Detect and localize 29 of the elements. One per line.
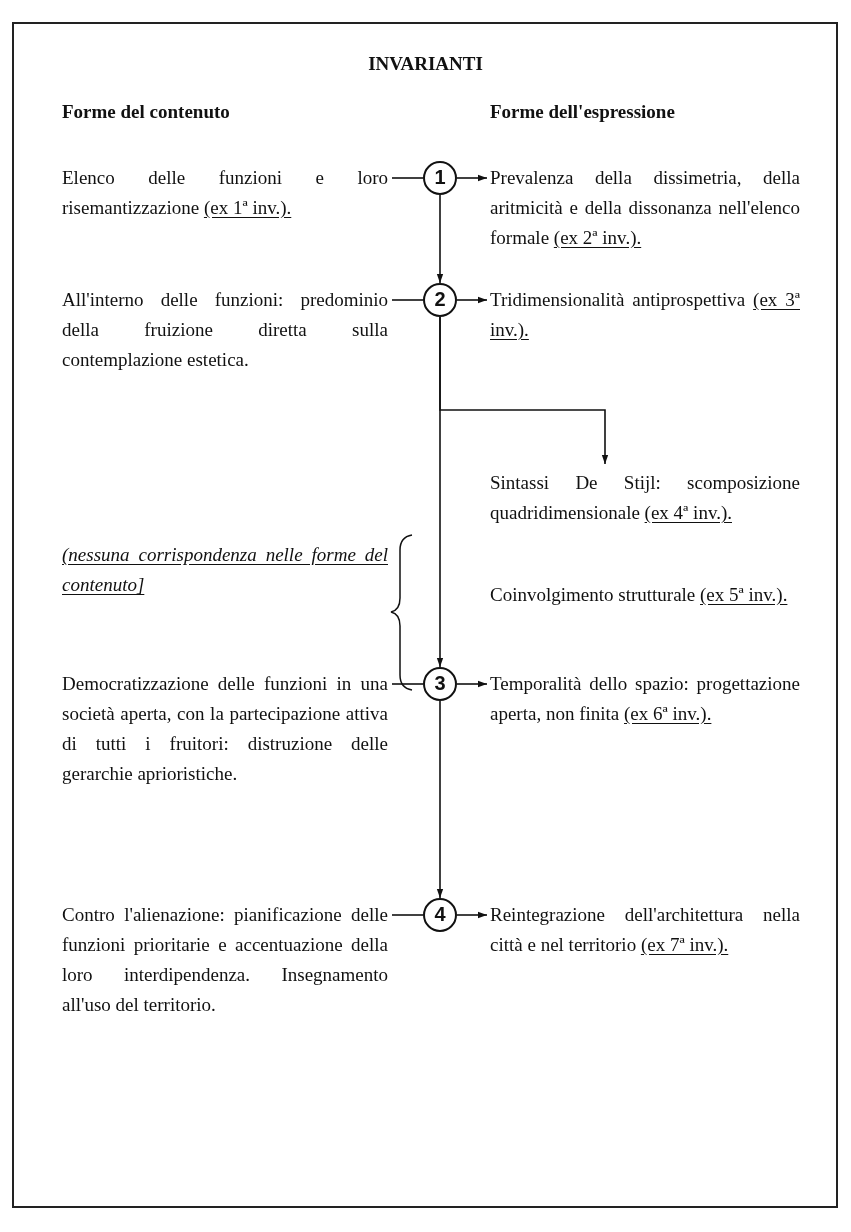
arrow <box>436 194 444 284</box>
arrow <box>436 316 444 668</box>
numbered-circle: 3 <box>423 667 457 701</box>
connector-line <box>391 683 424 685</box>
statement-text: Temporalità dello spazio: progettazione aperta, non finita (ex 6ª inv.). <box>490 669 800 729</box>
statement-text: (nessuna corrispondenza nelle forme del contenuto] <box>62 540 388 600</box>
connector-line <box>391 299 424 301</box>
statement-text: Sintassi De Stijl: scomposizione quadridimensionale (ex 4ª inv.). <box>490 468 800 528</box>
numbered-circle: 1 <box>423 161 457 195</box>
connector-line <box>391 177 424 179</box>
statement-text: Prevalenza della dissimetria, della aritmicità e della dissonanza nell'elenco formale (ex 2ª inv.). <box>490 163 800 253</box>
numbered-circle: 2 <box>423 283 457 317</box>
arrow <box>456 296 488 304</box>
statement-text: All'interno delle funzioni: predominio della fruizione diretta sulla contemplazione estetica. <box>62 285 388 375</box>
title: INVARIANTI <box>367 52 484 76</box>
statement-text: Reintegrazione dell'architettura nella città e nel territorio (ex 7ª inv.). <box>490 900 800 960</box>
column-heading: Forme del contenuto <box>62 100 230 124</box>
arrow <box>456 911 488 919</box>
arrow <box>456 174 488 182</box>
statement-text: Coinvolgimento strutturale (ex 5ª inv.). <box>490 580 800 610</box>
statement-text: Tridimensionalità antiprospettiva (ex 3ª inv.). <box>490 285 800 345</box>
statement-text: Elenco delle funzioni e loro risemantizzazione (ex 1ª inv.). <box>62 163 388 223</box>
column-heading: Forme dell'espressione <box>490 100 675 124</box>
statement-text: Democratizzazione delle funzioni in una società aperta, con la partecipazione attiva di tutti i fruitori: distruzione delle gerarchie aprioristiche. <box>62 669 388 789</box>
arrow <box>456 680 488 688</box>
numbered-circle: 4 <box>423 898 457 932</box>
statement-text: Contro l'alienazione: pianificazione delle funzioni prioritarie e accentuazione della loro interdipendenza. Insegnamento all'uso del territorio. <box>62 900 388 1020</box>
arrow <box>436 700 444 899</box>
connector-line <box>391 914 424 916</box>
